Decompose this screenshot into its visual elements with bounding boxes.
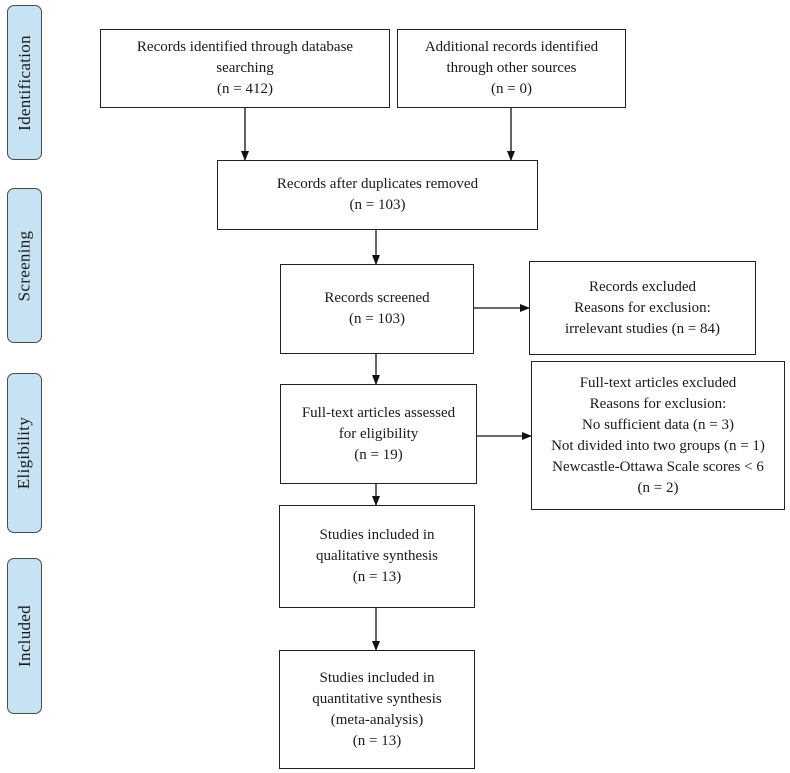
box-line: Studies included in (319, 669, 435, 686)
box-line: (n = 103) (349, 197, 406, 213)
box-line: Not divided into two groups (n = 1) (551, 437, 765, 454)
box-other-sources: Additional records identified through ot… (397, 29, 626, 108)
box-database-search: Records identified through database sear… (100, 29, 390, 108)
box-fulltext-excluded: Full-text articles excluded Reasons for … (531, 361, 785, 510)
box-line: Studies included in (319, 527, 435, 543)
box-line: (n = 412) (217, 81, 273, 97)
box-line: (n = 19) (354, 446, 403, 463)
box-line: (n = 0) (491, 81, 532, 97)
phase-included: Included (7, 558, 42, 714)
box-line: (n = 2) (637, 479, 679, 496)
box-line: Additional records identified (424, 39, 599, 55)
box-line: Newcastle-Ottawa Scale scores < 6 (552, 458, 764, 475)
box-quantitative-synthesis: Studies included in quantitative synthes… (279, 650, 475, 769)
box-records-screened: Records screened (n = 103) (280, 264, 474, 354)
phase-identification: Identification (7, 5, 42, 160)
box-line: (meta-analysis) (330, 711, 424, 728)
box-line: Records excluded (588, 278, 697, 295)
box-qualitative-synthesis: Studies included in qualitative synthesi… (279, 505, 475, 608)
box-line: (n = 103) (349, 311, 405, 327)
box-fulltext-assessed: Full-text articles assessed for eligibil… (280, 384, 477, 484)
box-line: Full-text articles excluded (579, 374, 737, 391)
box-records-excluded: Records excluded Reasons for exclusion: … (529, 261, 756, 355)
box-line: for eligibility (338, 425, 419, 442)
box-line: Records screened (324, 290, 430, 306)
box-line: Reasons for exclusion: (574, 299, 711, 316)
phase-screening: Screening (7, 188, 42, 343)
box-line: Full-text articles assessed (301, 404, 456, 421)
box-line: Records identified through database (136, 39, 354, 55)
box-line: qualitative synthesis (315, 548, 439, 564)
box-line: through other sources (446, 60, 577, 76)
box-line: No sufficient data (n = 3) (582, 416, 734, 433)
box-after-duplicates: Records after duplicates removed (n = 10… (217, 160, 538, 230)
box-line: Records after duplicates removed (276, 176, 479, 192)
phase-eligibility: Eligibility (7, 373, 42, 533)
box-line: searching (216, 60, 274, 76)
box-line: Reasons for exclusion: (589, 395, 727, 412)
box-line: (n = 13) (352, 569, 402, 585)
box-line: (n = 13) (352, 732, 402, 749)
box-line: irrelevant studies (n = 84) (564, 320, 721, 337)
box-line: quantitative synthesis (312, 690, 442, 707)
